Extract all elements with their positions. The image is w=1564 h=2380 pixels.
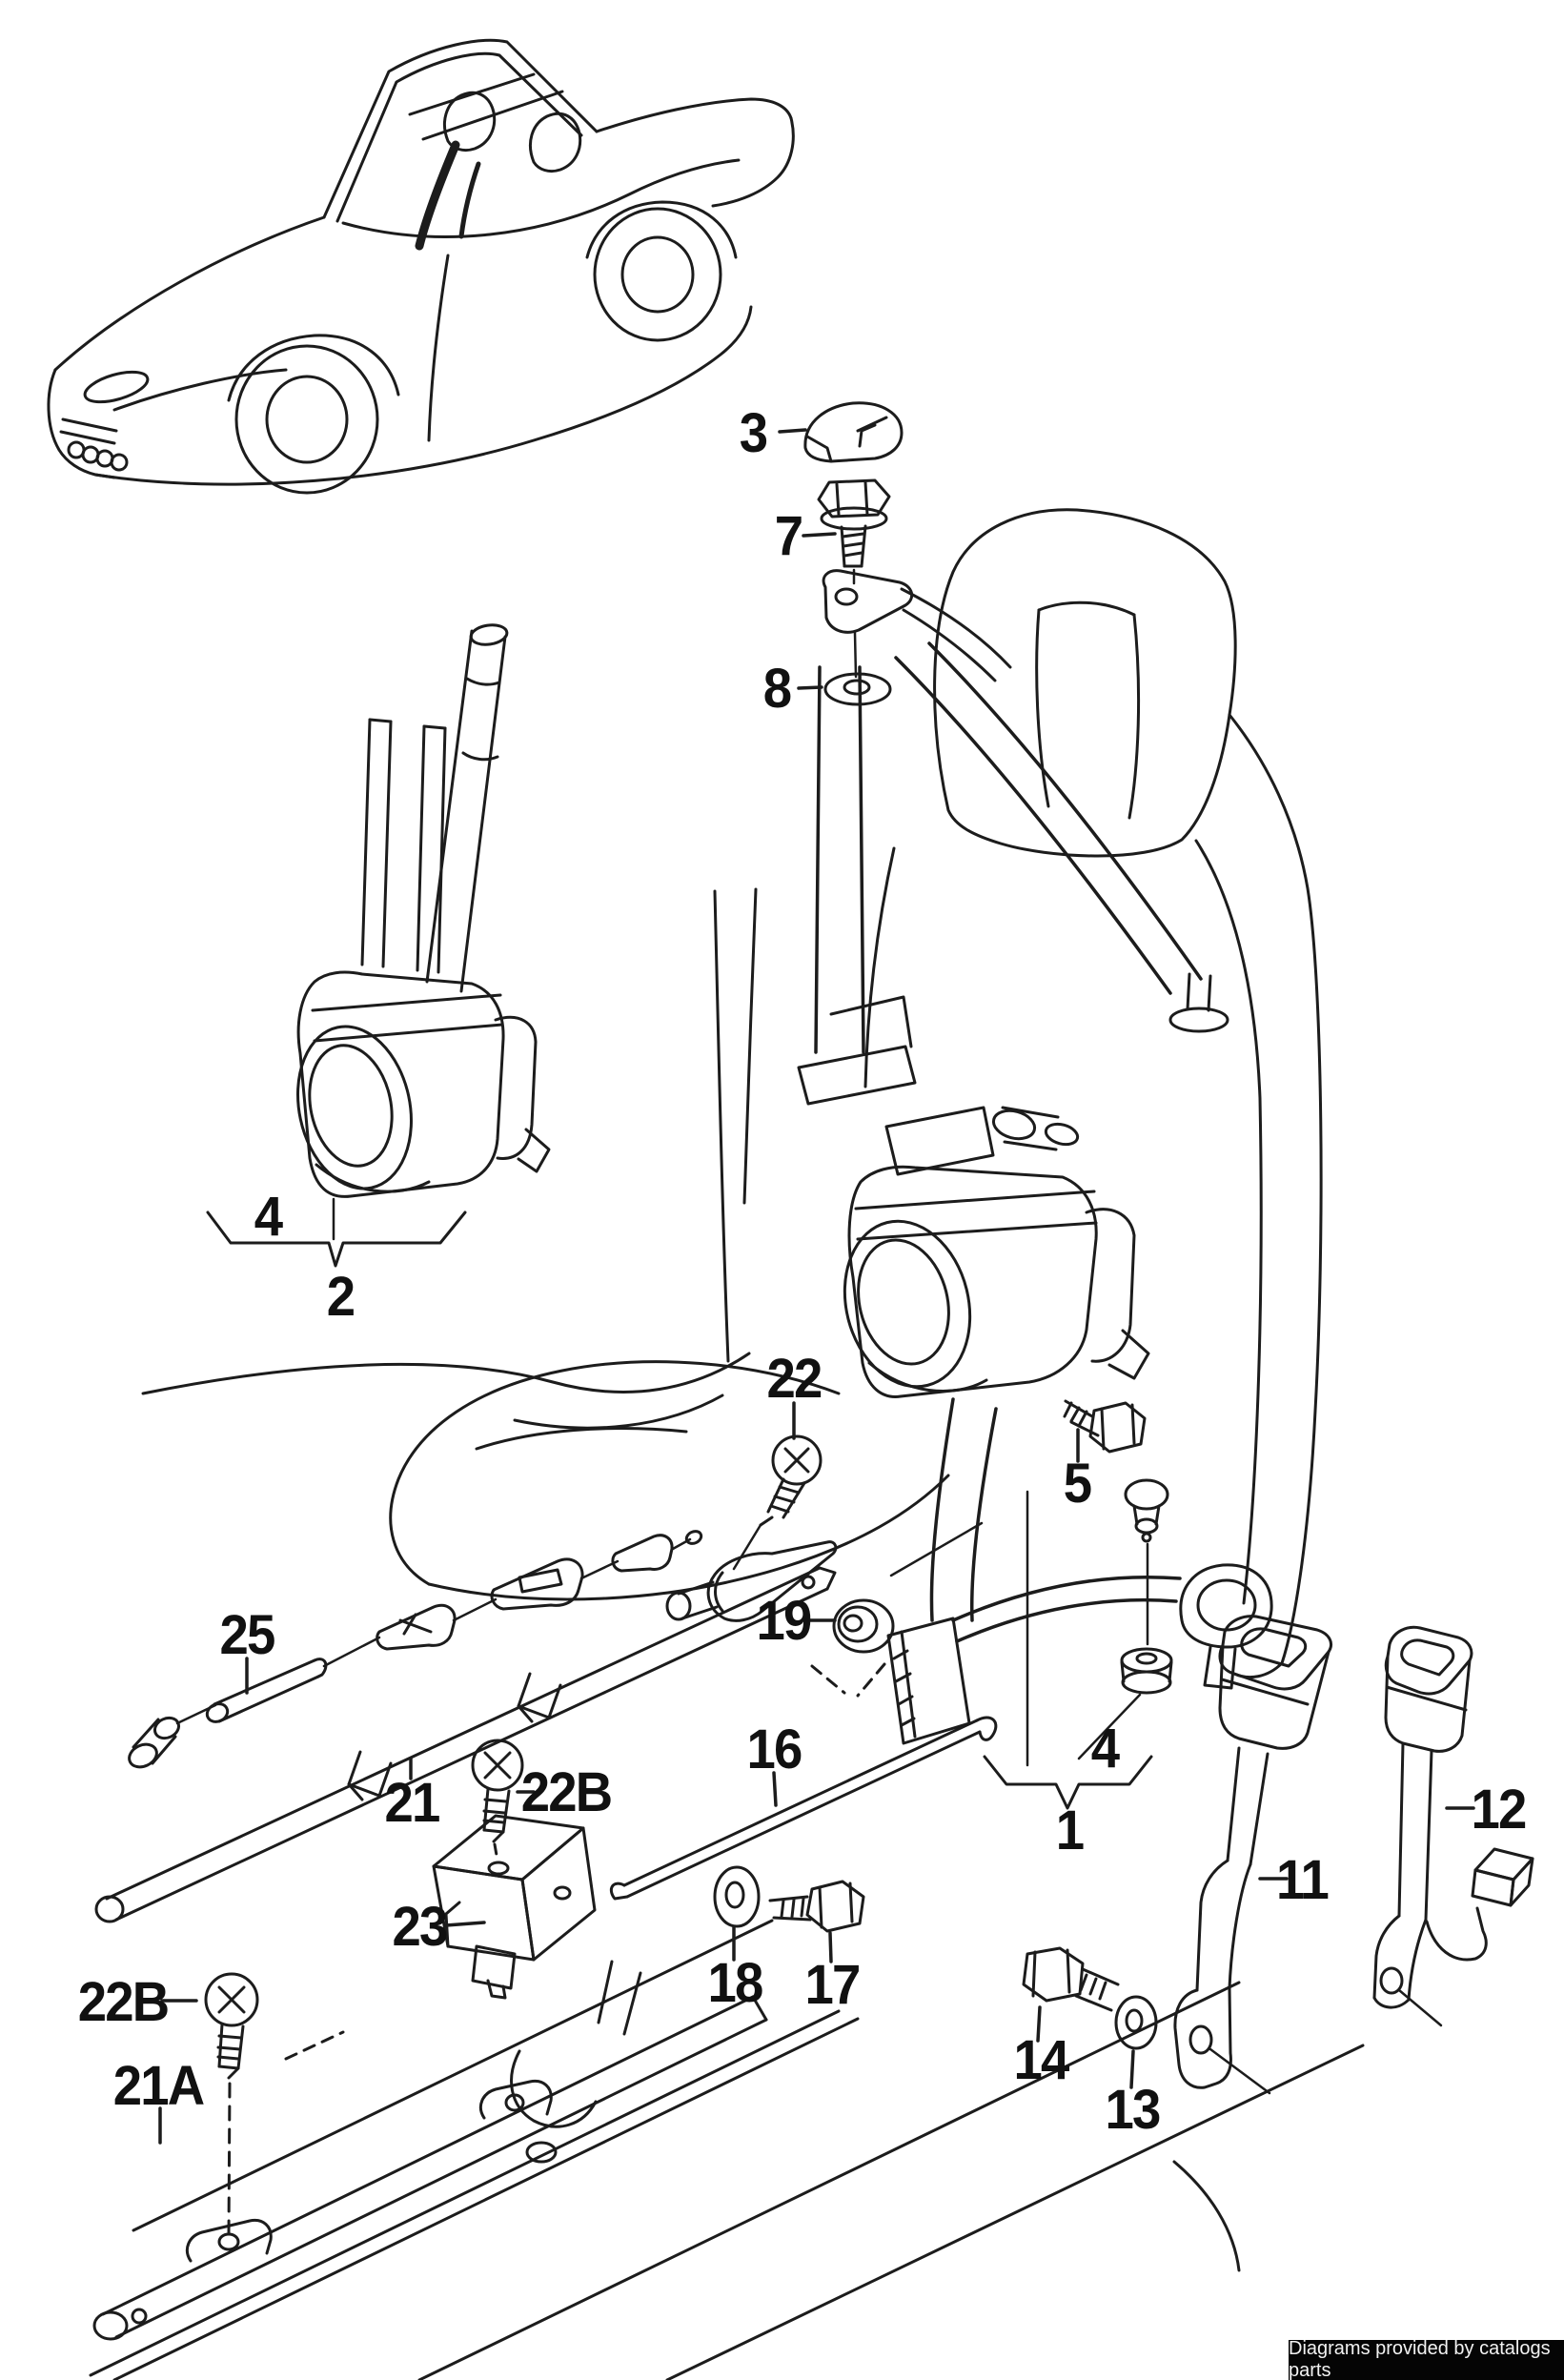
callout-8: 8 <box>762 658 792 720</box>
callout-3: 3 <box>739 402 768 464</box>
callout-22b-bottom: 22B <box>77 1971 170 2033</box>
part-3-cover-cap <box>803 401 904 463</box>
part-2-retractor-assembly <box>206 623 551 1268</box>
part-4-pin-and-grommet <box>889 1478 1173 1767</box>
part-7-bolt <box>817 478 891 585</box>
lap-belt-end-flag <box>886 1575 1182 1745</box>
part-22b-screw-bottom <box>204 1972 259 2236</box>
callout-11: 11 <box>1276 1849 1330 1911</box>
shoulder-belt-webbing <box>814 641 1203 1622</box>
part-18-washer <box>713 1865 761 1928</box>
brace-part-1 <box>983 1755 1153 1810</box>
callout-18: 18 <box>707 1952 764 2014</box>
part-25-cable-assembly <box>128 1530 703 1769</box>
watermark-text: Diagrams provided by catalogs parts <box>1289 2338 1551 2380</box>
callout-22: 22 <box>766 1348 823 1410</box>
callout-leader-lines <box>158 428 1475 2145</box>
part-23-bracket <box>432 1814 597 2000</box>
callout-19: 19 <box>756 1590 813 1652</box>
part-21a-rail <box>92 1995 768 2341</box>
part-22b-screw-middle <box>471 1739 524 1876</box>
part-21-rail <box>94 1566 837 1923</box>
cable-end-clamp <box>665 1540 838 1622</box>
watermark-bar: Diagrams provided by catalogs parts <box>1289 2338 1564 2380</box>
callout-22b-middle: 22B <box>520 1761 613 1823</box>
part-5-bolt <box>1063 1399 1147 1454</box>
callout-5: 5 <box>1063 1453 1092 1515</box>
car-convertible-sketch <box>47 38 795 495</box>
part-8-washer <box>823 631 892 706</box>
floor-sill-lines <box>89 1919 1365 2380</box>
callout-2: 2 <box>326 1266 355 1328</box>
part-22-screw <box>732 1434 823 1571</box>
belt-anchor-fitting <box>822 569 1012 682</box>
callout-12: 12 <box>1471 1779 1528 1841</box>
callout-21a: 21A <box>112 2055 205 2117</box>
callout-21: 21 <box>384 1772 441 1834</box>
callout-17: 17 <box>804 1954 862 2016</box>
callout-23: 23 <box>392 1896 449 1958</box>
seat-and-headrest <box>141 508 1323 1679</box>
part-11-buckle <box>1173 1615 1332 2095</box>
callout-4-right: 4 <box>1090 1718 1120 1780</box>
callout-1: 1 <box>1055 1800 1085 1861</box>
part-17-bolt <box>768 1880 865 1933</box>
part-16-rod <box>609 1716 998 1901</box>
callout-13: 13 <box>1105 2079 1162 2141</box>
callout-7: 7 <box>774 505 803 567</box>
part-19-grommet <box>810 1598 895 1698</box>
part-14-bolt <box>1022 1946 1120 2012</box>
part-12-buckle-with-wire <box>1372 1625 1534 2027</box>
callout-14: 14 <box>1013 2029 1070 2091</box>
callout-16: 16 <box>746 1719 803 1780</box>
callout-4-left: 4 <box>254 1186 283 1248</box>
part-1-retractor-on-seat <box>797 995 1150 1398</box>
callout-25: 25 <box>219 1604 276 1666</box>
